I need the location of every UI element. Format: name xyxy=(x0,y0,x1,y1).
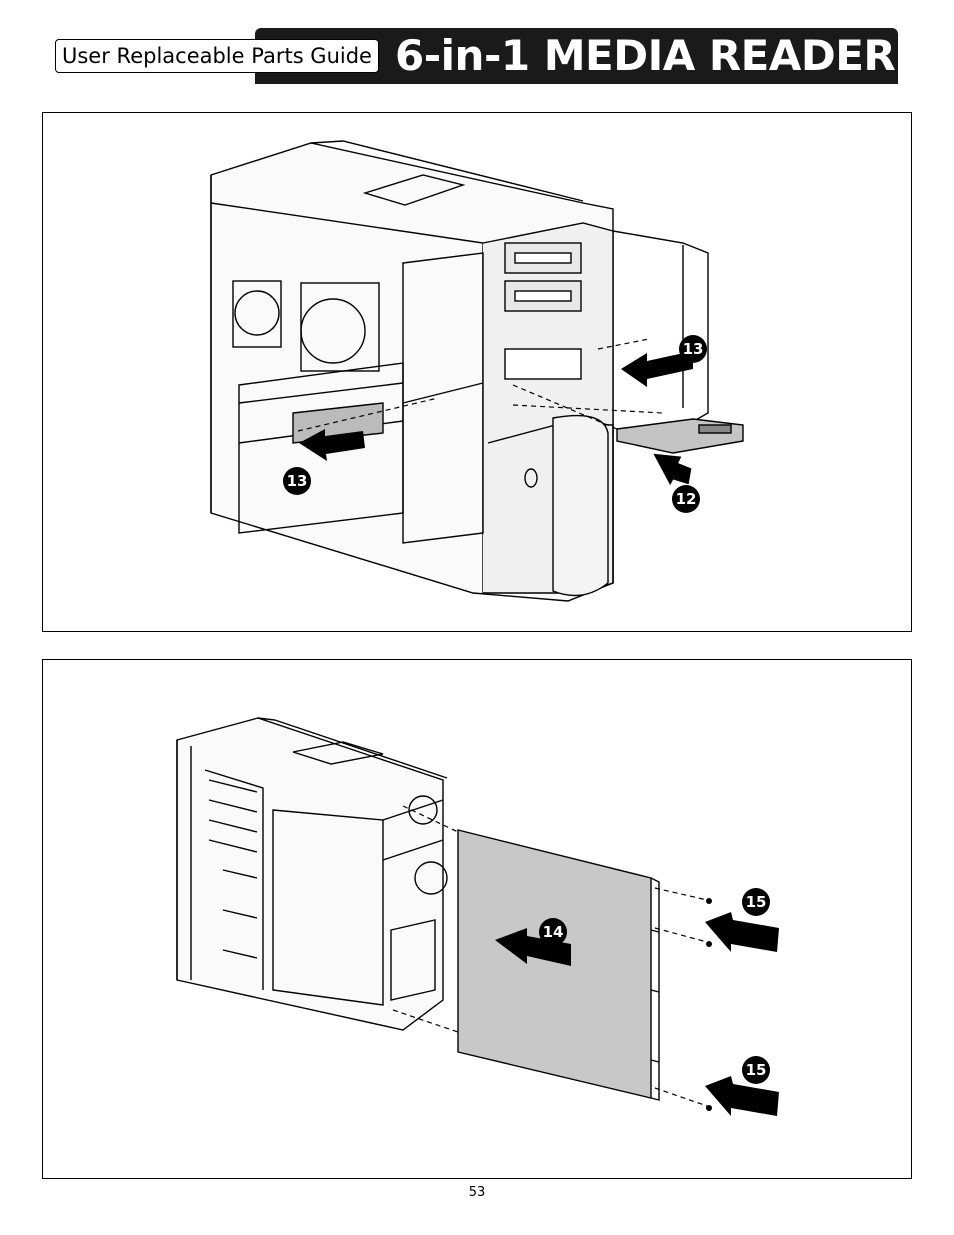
svg-text:12: 12 xyxy=(676,490,697,508)
illustration-chassis-open: 13 13 12 xyxy=(210,140,744,602)
svg-text:15: 15 xyxy=(746,1061,767,1079)
figure-side-panel-install: 14 15 15 xyxy=(42,659,912,1179)
callout-13-front: 13 xyxy=(679,335,707,363)
side-panel xyxy=(457,829,652,1099)
figure-media-reader-install: 13 13 12 xyxy=(42,112,912,632)
page-number: 53 xyxy=(468,1185,486,1200)
guide-label: User Replaceable Parts Guide xyxy=(55,39,379,73)
svg-text:15: 15 xyxy=(746,893,767,911)
page-title: 6-in-1 MEDIA READER xyxy=(395,31,896,80)
svg-text:13: 13 xyxy=(683,340,704,358)
callout-15-top: 15 xyxy=(742,888,770,916)
callout-13-side: 13 xyxy=(283,467,311,495)
callout-12: 12 xyxy=(672,485,700,513)
svg-text:13: 13 xyxy=(287,472,308,490)
callout-14: 14 xyxy=(539,918,567,946)
page-header: 6-in-1 MEDIA READER User Replaceable Par… xyxy=(55,28,898,84)
svg-text:14: 14 xyxy=(543,923,564,941)
illustration-side-panel: 14 15 15 xyxy=(176,717,779,1116)
title-bar: 6-in-1 MEDIA READER xyxy=(255,28,898,84)
callout-15-bottom: 15 xyxy=(742,1056,770,1084)
